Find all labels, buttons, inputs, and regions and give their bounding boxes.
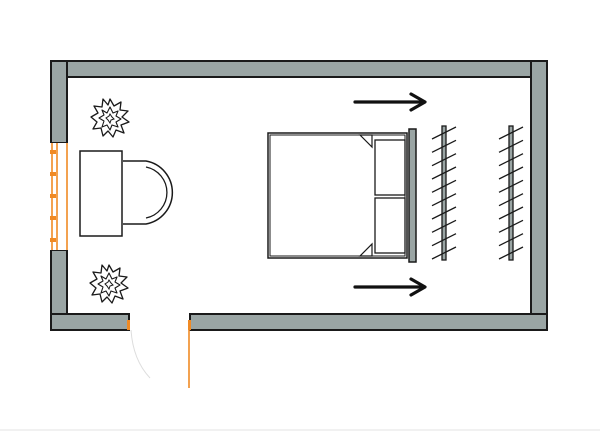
- hanger: [431, 179, 457, 193]
- hanger: [498, 179, 524, 193]
- hanger: [431, 233, 457, 247]
- pillow: [374, 139, 406, 196]
- hanger: [431, 206, 457, 220]
- hanger: [431, 246, 457, 260]
- hanger: [498, 166, 524, 180]
- clothes-rails: [431, 125, 524, 261]
- hanger: [498, 219, 524, 233]
- hanger: [431, 166, 457, 180]
- hanger: [498, 206, 524, 220]
- hanger: [498, 153, 524, 167]
- headboard: [408, 128, 417, 263]
- hanger: [498, 233, 524, 247]
- hanger: [498, 246, 524, 260]
- wall-left-upper: [50, 60, 68, 144]
- wall-right: [530, 60, 548, 331]
- wall-bottom-left: [50, 313, 130, 331]
- chair: [123, 160, 174, 225]
- rail-bar: [441, 125, 447, 261]
- hanger: [431, 153, 457, 167]
- clothes-rail: [498, 125, 524, 261]
- clothes-rail: [431, 125, 457, 261]
- hanger: [431, 126, 457, 140]
- hanger: [498, 193, 524, 207]
- hanger: [498, 139, 524, 153]
- hanger: [498, 126, 524, 140]
- door: [127, 320, 191, 388]
- hanger: [431, 139, 457, 153]
- vanity-desk: [79, 150, 123, 237]
- double-bed: [267, 128, 417, 263]
- window: [49, 143, 69, 250]
- rail-bar: [508, 125, 514, 261]
- wall-bottom-right: [189, 313, 548, 331]
- pillow: [374, 197, 406, 254]
- hanger: [431, 219, 457, 233]
- hanger: [431, 193, 457, 207]
- wall-top: [50, 60, 548, 78]
